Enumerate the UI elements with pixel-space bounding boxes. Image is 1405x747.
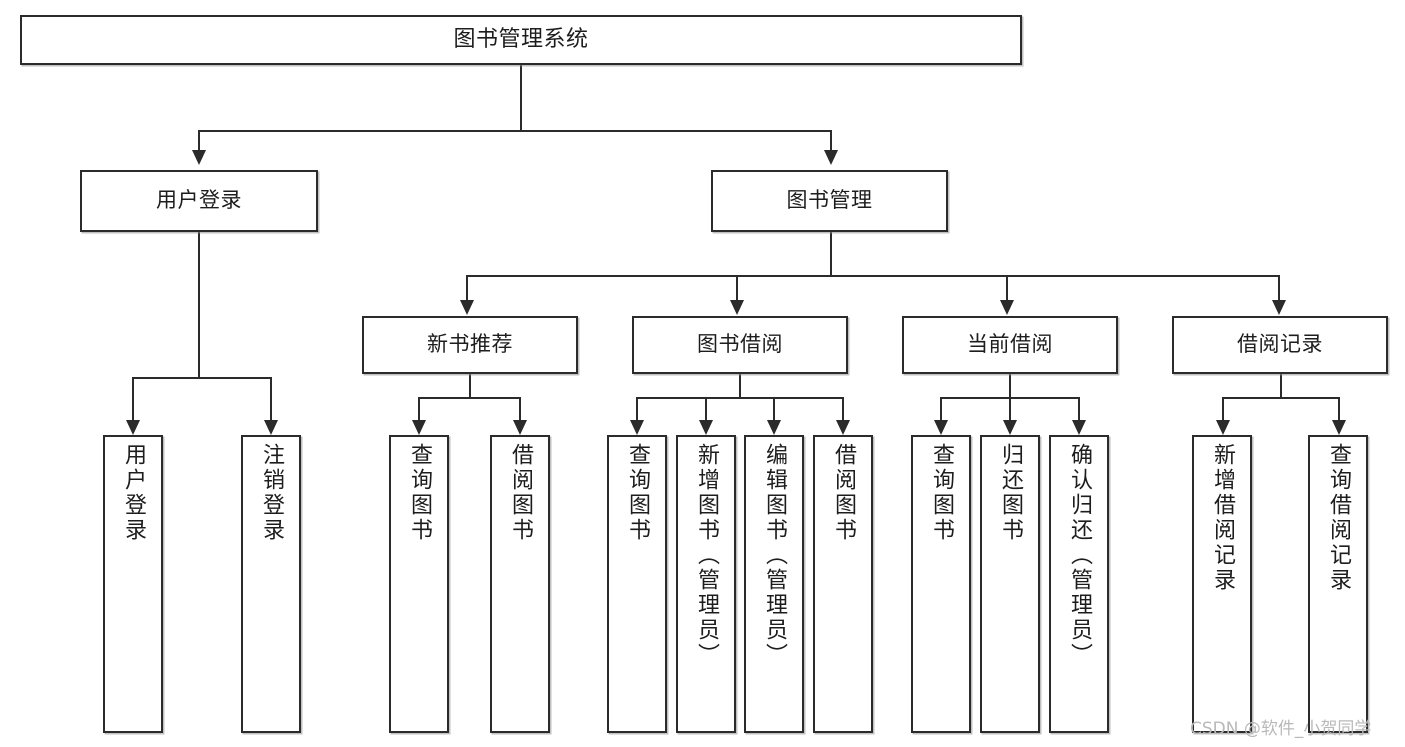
connector-to-new-book-recommend: [466, 275, 468, 300]
node-leaf-edit-book[interactable]: 编辑图书（管理员）: [744, 435, 804, 733]
arrow-to-new-book-recommend: [460, 300, 474, 315]
node-leaf-add-book-label: 新增图书（管理员）: [694, 443, 719, 668]
node-leaf-borrow-book-1-label: 借阅图书: [508, 443, 533, 543]
node-book-borrow[interactable]: 图书借阅: [632, 316, 848, 374]
node-leaf-return-book-label: 归还图书: [998, 443, 1023, 543]
node-leaf-user-login-label: 用户登录: [121, 443, 146, 543]
node-root[interactable]: 图书管理系统: [20, 15, 1022, 65]
node-leaf-user-login[interactable]: 用户登录: [103, 435, 163, 733]
node-leaf-borrow-book-2-label: 借阅图书: [831, 443, 856, 543]
connector-book-borrow-to-leaf-1: [636, 397, 638, 420]
node-leaf-logout-label: 注销登录: [259, 443, 284, 543]
connector-to-current-borrow: [1006, 275, 1008, 300]
connector-book-manage-stem: [830, 232, 832, 276]
node-leaf-logout[interactable]: 注销登录: [241, 435, 301, 733]
connector-book-borrow-to-leaf-4: [842, 397, 844, 420]
connector-book-borrow-bus: [636, 397, 844, 399]
arrow-to-leaf-query-book-3: [934, 420, 948, 435]
node-leaf-add-book[interactable]: 新增图书（管理员）: [676, 435, 736, 733]
connector-user-login-to-leaf-1: [132, 377, 134, 420]
node-leaf-query-book-2[interactable]: 查询图书: [607, 435, 667, 733]
node-user-login-label: 用户登录: [156, 188, 242, 213]
watermark-text: CSDN @软件_小贺同学: [1190, 719, 1372, 739]
connector-book-borrow-stem: [739, 374, 741, 398]
node-root-label: 图书管理系统: [453, 26, 589, 52]
connector-book-borrow-to-leaf-3: [773, 397, 775, 420]
node-leaf-query-book-1[interactable]: 查询图书: [389, 435, 449, 733]
arrow-to-leaf-logout: [264, 420, 278, 435]
node-book-manage[interactable]: 图书管理: [711, 170, 948, 232]
arrow-to-leaf-query-book-2: [630, 420, 644, 435]
node-user-login[interactable]: 用户登录: [80, 170, 318, 232]
connector-borrow-record-bus: [1222, 397, 1340, 399]
node-new-book-recommend-label: 新书推荐: [427, 332, 513, 357]
connector-current-borrow-to-leaf-1: [940, 397, 942, 420]
connector-current-borrow-to-leaf-2: [1009, 397, 1011, 420]
node-new-book-recommend[interactable]: 新书推荐: [362, 316, 578, 374]
connector-current-borrow-to-leaf-3: [1078, 397, 1080, 420]
connector-book-borrow-to-leaf-2: [705, 397, 707, 420]
node-book-manage-label: 图书管理: [786, 188, 873, 213]
connector-borrow-record-to-leaf-1: [1222, 397, 1224, 420]
connector-root-to-book-manage: [830, 130, 832, 150]
connector-book-manage-bus: [466, 275, 1280, 277]
arrow-to-leaf-edit-book: [767, 420, 781, 435]
connector-to-book-borrow: [736, 275, 738, 300]
node-borrow-record-label: 借阅记录: [1237, 332, 1323, 357]
node-leaf-borrow-book-1[interactable]: 借阅图书: [490, 435, 550, 733]
arrow-root-to-book-manage: [824, 150, 838, 165]
connector-new-book-to-leaf-2: [519, 397, 521, 420]
connector-user-login-to-leaf-2: [270, 377, 272, 420]
connector-root-bus: [198, 130, 832, 132]
arrow-to-leaf-user-login: [126, 420, 140, 435]
connector-user-login-bus: [132, 377, 270, 379]
connector-borrow-record-to-leaf-2: [1338, 397, 1340, 420]
node-current-borrow[interactable]: 当前借阅: [902, 316, 1118, 374]
node-current-borrow-label: 当前借阅: [967, 332, 1053, 357]
node-leaf-return-book[interactable]: 归还图书: [980, 435, 1040, 733]
connector-root-stem: [520, 65, 522, 131]
node-leaf-query-book-2-label: 查询图书: [625, 443, 650, 543]
arrow-to-leaf-query-record: [1332, 420, 1346, 435]
arrow-to-book-borrow: [730, 300, 744, 315]
connector-new-book-stem: [469, 374, 471, 398]
arrow-to-borrow-record: [1272, 300, 1286, 315]
connector-to-borrow-record: [1278, 275, 1280, 300]
node-book-borrow-label: 图书借阅: [697, 332, 783, 357]
node-leaf-query-book-3[interactable]: 查询图书: [911, 435, 971, 733]
node-borrow-record[interactable]: 借阅记录: [1172, 316, 1388, 374]
arrow-to-leaf-query-book-1: [412, 420, 426, 435]
arrow-to-leaf-add-book: [699, 420, 713, 435]
connector-root-to-user-login: [198, 130, 200, 150]
arrow-to-leaf-borrow-book-2: [836, 420, 850, 435]
node-leaf-add-record[interactable]: 新增借阅记录: [1192, 435, 1252, 733]
arrow-to-leaf-add-record: [1216, 420, 1230, 435]
node-leaf-confirm-return[interactable]: 确认归还（管理员）: [1049, 435, 1109, 733]
node-leaf-borrow-book-2[interactable]: 借阅图书: [813, 435, 873, 733]
connector-user-login-stem: [198, 232, 200, 378]
connector-new-book-to-leaf-1: [418, 397, 420, 420]
arrow-root-to-user-login: [192, 150, 206, 165]
node-leaf-query-record[interactable]: 查询借阅记录: [1308, 435, 1368, 733]
node-leaf-confirm-return-label: 确认归还（管理员）: [1067, 443, 1092, 668]
node-leaf-query-book-3-label: 查询图书: [929, 443, 954, 543]
node-leaf-query-record-label: 查询借阅记录: [1326, 443, 1351, 593]
arrow-to-leaf-borrow-book-1: [513, 420, 527, 435]
arrow-to-leaf-confirm-return: [1072, 420, 1086, 435]
connector-new-book-bus: [418, 397, 521, 399]
arrow-to-leaf-return-book: [1003, 420, 1017, 435]
connector-current-borrow-stem: [1009, 374, 1011, 398]
node-leaf-query-book-1-label: 查询图书: [407, 443, 432, 543]
connector-borrow-record-stem: [1280, 374, 1282, 398]
arrow-to-current-borrow: [1000, 300, 1014, 315]
node-leaf-add-record-label: 新增借阅记录: [1210, 443, 1235, 593]
node-leaf-edit-book-label: 编辑图书（管理员）: [762, 443, 787, 668]
